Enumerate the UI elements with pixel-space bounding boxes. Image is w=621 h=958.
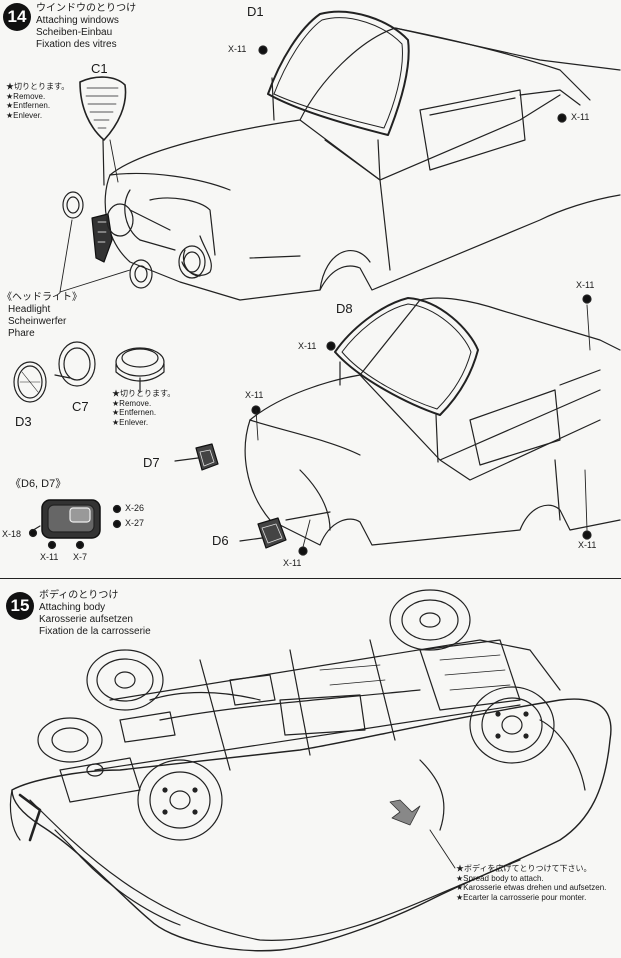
- headlight-jp: 《ヘッドライト》: [2, 292, 82, 303]
- label-d7: D7: [143, 455, 160, 470]
- wheel-rear-left: [389, 589, 471, 651]
- wheel-rear-right: [469, 686, 555, 764]
- headlight-en: Headlight: [8, 304, 51, 315]
- label-c1: C1: [91, 61, 108, 76]
- label-x11: X-11: [40, 552, 59, 562]
- note-jp: ★切りとります。: [6, 82, 70, 91]
- label-x11: X-11: [578, 540, 597, 550]
- title-de: Karosserie aufsetzen: [39, 614, 133, 625]
- step-number: 15: [10, 596, 30, 615]
- grille-c1: [79, 76, 127, 186]
- remove-note: ★切りとります。 ★Remove. ★Entfernen. ★Enlever.: [112, 389, 175, 427]
- note-en: ★Remove.: [6, 91, 46, 101]
- car-body-underside: [9, 639, 612, 952]
- screw-dot: [557, 113, 567, 123]
- headlight-label: 《ヘッドライト》 Headlight Scheinwerfer Phare: [2, 292, 82, 340]
- step-15-title: ボディのとりつけ Attaching body Karosserie aufse…: [39, 590, 151, 638]
- label-x27: X-27: [125, 518, 145, 528]
- label-x11: X-11: [245, 390, 264, 400]
- spread-arrow: [389, 799, 456, 869]
- screw-dot: [582, 294, 592, 304]
- label-x11: X-11: [283, 558, 302, 568]
- screw-dot: [28, 528, 38, 538]
- label-d6-d7-group: 《D6, D7》: [10, 478, 67, 490]
- note-en: ★Remove.: [112, 398, 152, 408]
- headlight-lens-d3: [13, 361, 47, 403]
- label-x26: X-26: [125, 503, 145, 513]
- step-divider: [0, 578, 621, 579]
- title-en: Attaching body: [39, 602, 106, 613]
- headlight-fr: Phare: [8, 328, 35, 339]
- note-fr: ★Enlever.: [6, 110, 43, 120]
- note-de: ★Karosserie etwas drehen und aufsetzen.: [456, 883, 607, 892]
- note-de: ★Entfernen.: [6, 101, 51, 110]
- spare-tire: [37, 717, 104, 777]
- screw-dot: [112, 504, 122, 514]
- label-x7: X-7: [73, 552, 88, 562]
- wheel-front-left: [86, 649, 164, 711]
- label-d3: D3: [15, 414, 32, 429]
- title-de: Scheiben-Einbau: [36, 27, 113, 38]
- spread-body-note: ★ボディを広げてとりつけて下さい。 ★Spread body to attach…: [456, 864, 606, 902]
- step-14-badge: 14: [3, 3, 31, 31]
- label-x11: X-11: [228, 44, 247, 54]
- headlight-assembly: [106, 203, 206, 279]
- step-number: 14: [7, 7, 27, 26]
- windshield-d1: [267, 10, 410, 181]
- title-en: Attaching windows: [36, 15, 119, 26]
- label-c7: C7: [72, 399, 89, 414]
- screw-dot: [582, 530, 592, 540]
- screw-dot: [298, 546, 308, 556]
- emblem-part: [91, 213, 113, 263]
- note-fr: ★Enlever.: [112, 417, 149, 427]
- taillight-d6: [239, 511, 331, 549]
- turn-signal-lens: [62, 191, 153, 289]
- note-jp: ★切りとります。: [112, 389, 176, 398]
- step-15-badge: 15: [6, 592, 34, 620]
- taillight-d7: [174, 443, 219, 471]
- headlight-de: Scheinwerfer: [8, 316, 67, 327]
- note-de: ★Entfernen.: [112, 408, 157, 417]
- headlight-bulb-housing: [115, 347, 165, 393]
- screw-dot: [75, 540, 85, 550]
- title-jp: ボディのとりつけ: [39, 590, 119, 601]
- label-d8: D8: [336, 301, 353, 316]
- remove-note: ★切りとります。 ★Remove. ★Entfernen. ★Enlever.: [6, 82, 69, 120]
- screw-dot: [326, 341, 336, 351]
- screw-dot: [47, 540, 57, 550]
- label-d1: D1: [247, 4, 264, 19]
- label-x11: X-11: [576, 280, 595, 290]
- wheel-front-right: [137, 759, 223, 841]
- taillight-detail: [29, 499, 101, 539]
- car-body-front-view: [104, 27, 621, 301]
- step-14-title: ウインドウのとりつけ Attaching windows Scheiben-Ei…: [36, 3, 136, 51]
- headlight-bezel-c7: [54, 341, 96, 387]
- rear-window-d8: [334, 297, 479, 463]
- label-x11: X-11: [571, 112, 590, 122]
- screw-dot: [112, 519, 122, 529]
- label-x11: X-11: [298, 341, 317, 351]
- title-fr: Fixation de la carrosserie: [39, 626, 151, 637]
- title-jp: ウインドウのとりつけ: [36, 3, 137, 14]
- label-d6: D6: [212, 533, 229, 548]
- car-body-rear-view: [244, 297, 621, 546]
- note-en: ★Spread body to attach.: [456, 873, 544, 883]
- label-x18: X-18: [2, 529, 22, 539]
- note-jp: ★ボディを広げてとりつけて下さい。: [456, 864, 592, 873]
- title-fr: Fixation des vitres: [36, 39, 117, 50]
- screw-dot: [258, 45, 268, 55]
- note-fr: ★Ecarter la carrosserie pour monter.: [456, 892, 587, 902]
